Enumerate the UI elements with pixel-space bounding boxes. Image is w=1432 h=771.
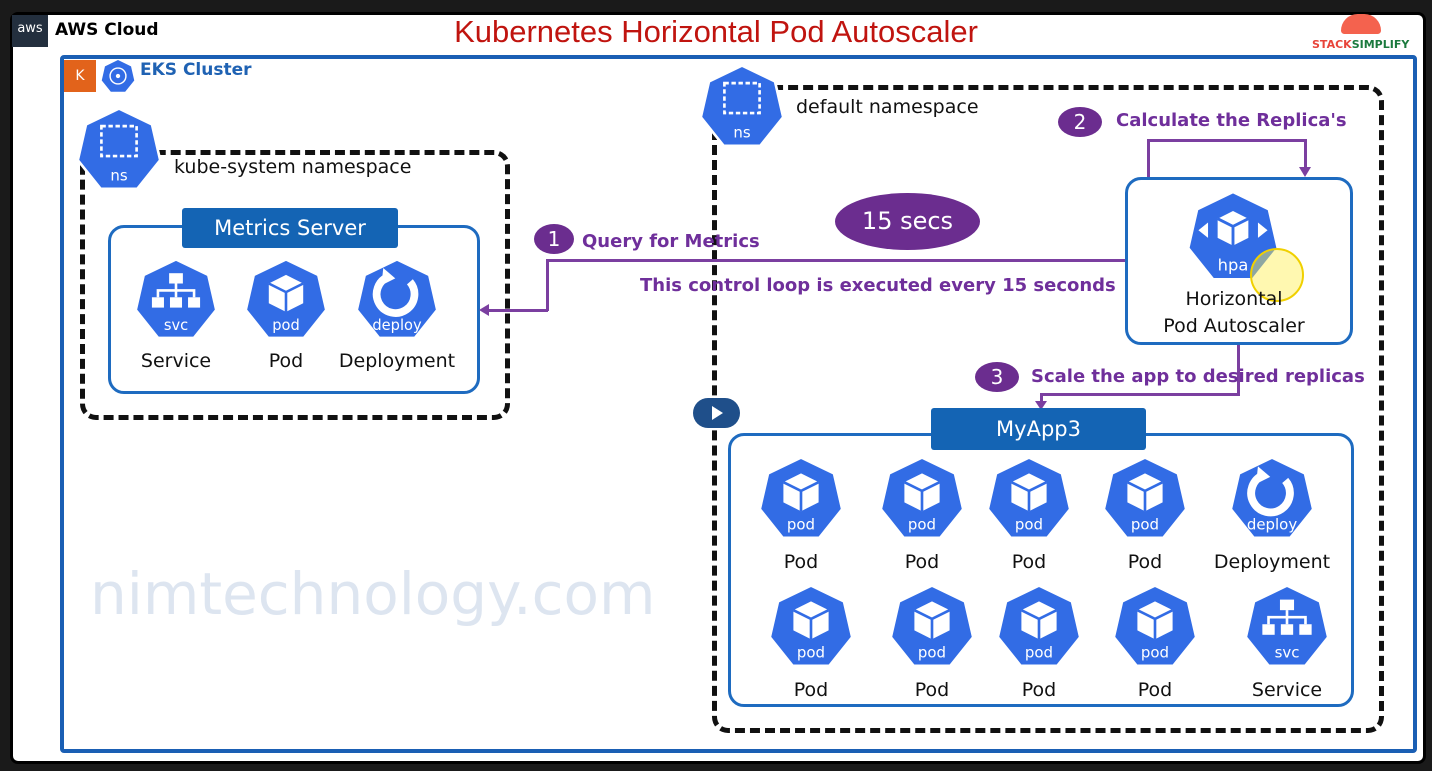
step-2-label: Calculate the Replica's <box>1116 110 1347 131</box>
query-connector <box>546 259 549 311</box>
pod-label: Pod <box>904 551 940 573</box>
svg-text:pod: pod <box>797 644 825 662</box>
control-loop-note: This control loop is executed every 15 s… <box>640 275 1116 296</box>
stacksimplify-logo: STACKSIMPLIFY <box>1312 14 1409 51</box>
deploy-label: Deployment <box>338 350 456 372</box>
query-connector <box>548 259 1125 262</box>
cloud-icon <box>1340 14 1381 34</box>
pod-label: Pod <box>1127 551 1163 573</box>
deployment-icon: deploy <box>1228 454 1316 542</box>
aws-logo-icon: aws <box>12 15 48 47</box>
hpa-label-line2: Pod Autoscaler <box>1163 315 1305 337</box>
pod-label: Pod <box>793 679 829 701</box>
pod-icon: pod <box>995 582 1083 670</box>
svg-text:pod: pod <box>787 516 815 534</box>
step-1-label: Query for Metrics <box>582 231 760 252</box>
deployment-icon: deploy <box>354 256 440 342</box>
svg-text:svc: svc <box>164 317 188 334</box>
arrow-down-icon <box>1299 167 1311 177</box>
kube-system-label: kube-system namespace <box>170 156 416 178</box>
default-namespace-label: default namespace <box>792 96 983 118</box>
svc-label: Service <box>1251 679 1323 701</box>
watermark: nimtechnology.com <box>90 560 656 628</box>
svc-label: Service <box>140 350 212 372</box>
scale-connector <box>1237 342 1240 396</box>
svg-text:pod: pod <box>918 644 946 662</box>
svg-text:ns: ns <box>733 124 750 142</box>
svg-text:ns: ns <box>110 167 127 185</box>
pod-label: Pod <box>268 350 304 372</box>
page-title: Kubernetes Horizontal Pod Autoscaler <box>454 14 978 49</box>
eks-cluster-box <box>60 55 1417 753</box>
cursor-highlight <box>1250 248 1304 302</box>
svg-text:pod: pod <box>1141 644 1169 662</box>
pod-icon: pod <box>878 454 966 542</box>
svg-text:deploy: deploy <box>1247 516 1297 534</box>
eks-cluster-label: EKS Cluster <box>140 60 252 80</box>
pod-icon: pod <box>243 256 329 342</box>
arrow-left-icon <box>479 304 489 316</box>
deploy-label: Deployment <box>1213 551 1331 573</box>
service-icon: svc <box>1243 582 1331 670</box>
pod-label: Pod <box>1011 551 1047 573</box>
pod-icon: pod <box>757 454 845 542</box>
play-icon <box>712 406 740 420</box>
pod-label: Pod <box>1137 679 1173 701</box>
metrics-server-title: Metrics Server <box>182 208 398 248</box>
namespace-icon: ns <box>698 62 786 150</box>
query-connector <box>488 309 548 312</box>
svg-text:deploy: deploy <box>372 317 422 334</box>
svg-text:svc: svc <box>1275 644 1300 662</box>
svg-text:hpa: hpa <box>1218 256 1249 275</box>
pod-icon: pod <box>1101 454 1189 542</box>
pod-icon: pod <box>767 582 855 670</box>
svg-text:pod: pod <box>908 516 936 534</box>
interval-badge: 15 secs <box>835 193 980 250</box>
brand-part-a: STACK <box>1312 38 1352 51</box>
kubernetes-icon <box>100 58 136 94</box>
step-3-label: Scale the app to desired replicas <box>1031 366 1365 387</box>
svg-text:pod: pod <box>1131 516 1159 534</box>
aws-cloud-label: AWS Cloud <box>55 20 159 40</box>
arrow-down-icon <box>1035 401 1047 410</box>
brand-part-b: SIMPLIFY <box>1351 38 1410 51</box>
pod-icon: pod <box>888 582 976 670</box>
svg-text:pod: pod <box>1025 644 1053 662</box>
play-button[interactable] <box>693 398 740 428</box>
svg-text:pod: pod <box>1015 516 1043 534</box>
calc-loop-connector <box>1304 139 1307 169</box>
pod-label: Pod <box>914 679 950 701</box>
step-3-badge: 3 <box>975 362 1019 392</box>
pod-icon: pod <box>985 454 1073 542</box>
svg-text:pod: pod <box>272 317 300 334</box>
step-1-badge: 1 <box>534 224 574 254</box>
kube-system-namespace-box <box>80 150 510 420</box>
step-2-badge: 2 <box>1058 107 1102 137</box>
hpa-label-line1: Horizontal <box>1185 288 1283 310</box>
myapp3-title: MyApp3 <box>931 408 1146 450</box>
scale-connector <box>1040 393 1043 403</box>
calc-loop-connector <box>1147 139 1307 142</box>
eks-service-icon: K <box>64 60 96 92</box>
service-icon: svc <box>133 256 219 342</box>
pod-label: Pod <box>783 551 819 573</box>
calc-loop-connector <box>1147 139 1150 179</box>
pod-label: Pod <box>1021 679 1057 701</box>
pod-icon: pod <box>1111 582 1199 670</box>
scale-connector <box>1040 393 1240 396</box>
namespace-icon: ns <box>75 105 163 193</box>
